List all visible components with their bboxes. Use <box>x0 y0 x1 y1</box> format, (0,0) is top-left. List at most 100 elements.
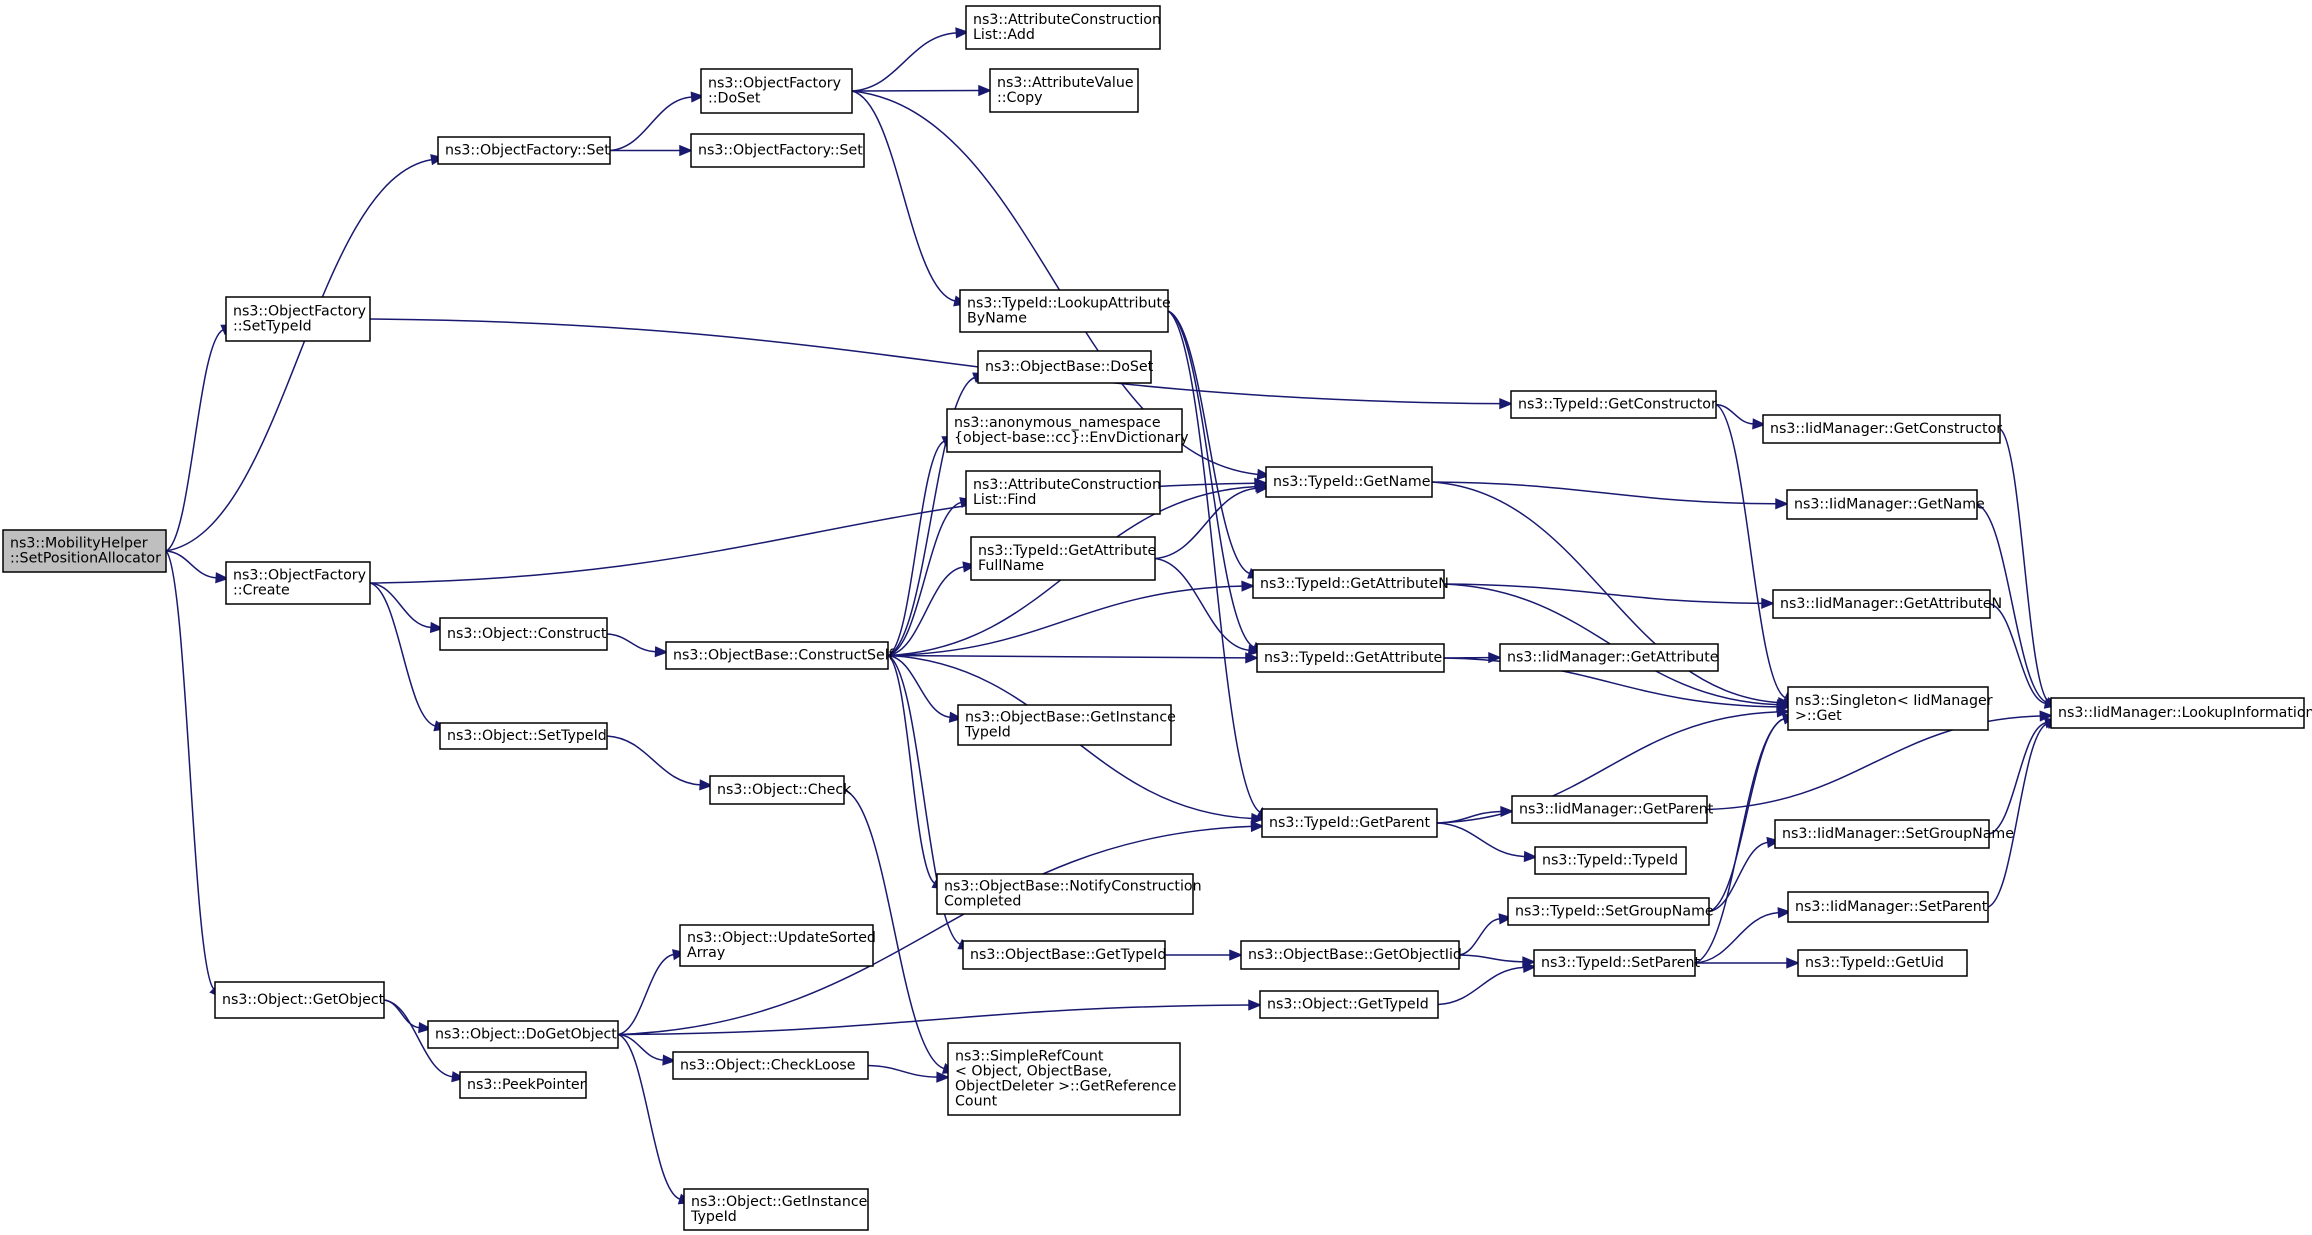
node-label: ns3::MobilityHelper <box>10 536 148 552</box>
node-label: ns3::PeekPointer <box>467 1077 586 1093</box>
function-node-ob_doset[interactable]: ns3::ObjectBase::DoSet <box>977 350 1154 384</box>
function-node-tid_getattr[interactable]: ns3::TypeId::GetAttribute <box>1256 643 1445 673</box>
function-node-iid_lookup[interactable]: ns3::IidManager::LookupInformation <box>2050 697 2312 729</box>
call-edge-ob_gettypeid-to-ob_getobjectiid <box>1165 949 1243 961</box>
node-label: ns3::TypeId::GetConstructor <box>1518 397 1717 413</box>
node-box <box>1533 949 1696 977</box>
function-node-root[interactable]: ns3::MobilityHelper::SetPositionAllocato… <box>2 529 167 573</box>
function-node-peekpointer[interactable]: ns3::PeekPointer <box>459 1071 587 1099</box>
function-node-ob_gettypeid[interactable]: ns3::ObjectBase::GetTypeId <box>962 940 1166 970</box>
node-box <box>936 873 1194 915</box>
function-node-obj_dogetobject[interactable]: ns3::Object::DoGetObject <box>427 1020 619 1049</box>
node-box <box>1256 643 1445 673</box>
call-edge-tid_getparent-to-iid_getparent <box>1436 805 1515 824</box>
node-box <box>427 1020 619 1049</box>
function-node-of_set2[interactable]: ns3::ObjectFactory::Set <box>690 133 865 168</box>
function-node-ob_getobjectiid[interactable]: ns3::ObjectBase::GetObjectIid <box>1240 940 1462 970</box>
node-box <box>709 775 845 805</box>
function-node-singleton_get[interactable]: ns3::Singleton< IidManager >::Get <box>1787 686 1993 731</box>
node-box <box>225 296 371 342</box>
node-label: ns3::IidManager::GetParent <box>1519 802 1714 818</box>
call-edge-obj_checkloose-to-refcount <box>867 1064 951 1083</box>
function-node-of_doset[interactable]: ns3::ObjectFactory::DoSet <box>700 68 853 114</box>
node-label: List::Find <box>973 492 1036 508</box>
function-node-ob_notify[interactable]: ns3::ObjectBase::NotifyConstructionCompl… <box>936 873 1202 915</box>
function-node-obj_check[interactable]: ns3::Object::Check <box>709 775 852 805</box>
function-node-envdict[interactable]: ns3::anonymous_namespace{object-base::cc… <box>946 408 1189 453</box>
function-node-tid_getconstructor[interactable]: ns3::TypeId::GetConstructor <box>1510 390 1717 419</box>
node-label: Array <box>687 945 725 961</box>
node-box <box>965 470 1161 515</box>
node-label: ns3::ObjectFactory <box>708 76 841 92</box>
node-box <box>439 722 608 750</box>
function-node-obj_gettypeid[interactable]: ns3::Object::GetTypeId <box>1259 990 1439 1019</box>
node-box <box>690 133 865 168</box>
function-node-tid_getparent[interactable]: ns3::TypeId::GetParent <box>1261 808 1438 838</box>
node-box <box>214 981 385 1019</box>
function-node-iid_setparent[interactable]: ns3::IidManager::SetParent <box>1787 891 1989 923</box>
node-box <box>679 924 874 967</box>
function-node-av_copy[interactable]: ns3::AttributeValue::Copy <box>989 68 1139 113</box>
function-node-tid_typeid[interactable]: ns3::TypeId::TypeId <box>1534 846 1687 875</box>
call-edge-of_create-to-obj_settypeid <box>369 582 449 732</box>
call-edge-tid_setparent-to-iid_setparent <box>1694 907 1792 964</box>
function-node-ob_constructself[interactable]: ns3::ObjectBase::ConstructSelf <box>665 641 895 670</box>
function-node-tid_setparent[interactable]: ns3::TypeId::SetParent <box>1533 949 1700 977</box>
function-node-tid_getuid[interactable]: ns3::TypeId::GetUid <box>1797 949 1968 977</box>
call-edge-obj_dogetobject-to-obj_gettypeid <box>617 999 1262 1036</box>
function-node-iid_getattrn[interactable]: ns3::IidManager::GetAttributeN <box>1772 589 2002 619</box>
call-edge-obj_dogetobject-to-obj_updatesorted <box>617 949 687 1036</box>
node-label: ns3::TypeId::GetName <box>1273 474 1430 490</box>
function-node-iid_getname[interactable]: ns3::IidManager::GetName <box>1786 489 1985 520</box>
call-edge-root-to-obj_getobject <box>165 550 223 999</box>
function-node-iid_getconstructor[interactable]: ns3::IidManager::GetConstructor <box>1762 414 2002 444</box>
function-nodes: ns3::MobilityHelper::SetPositionAllocato… <box>2 5 2312 1231</box>
function-node-obj_getobject[interactable]: ns3::Object::GetObject <box>214 981 385 1019</box>
function-node-of_settypeid[interactable]: ns3::ObjectFactory::SetTypeId <box>225 296 371 342</box>
call-edge-ob_constructself-to-envdict <box>887 436 957 657</box>
node-label: Completed <box>944 894 1021 910</box>
call-edge-of_create-to-obj_construct <box>369 582 445 634</box>
node-box <box>977 350 1152 384</box>
function-node-tid_getattrn[interactable]: ns3::TypeId::GetAttributeN <box>1252 569 1449 599</box>
node-box <box>2 529 167 573</box>
call-edge-obj_settypeid-to-obj_check <box>606 735 714 791</box>
function-node-of_set[interactable]: ns3::ObjectFactory::Set <box>437 136 611 165</box>
node-box <box>1511 795 1708 824</box>
node-label: Count <box>955 1094 998 1110</box>
node-label: TypeId <box>690 1209 737 1225</box>
node-label: ::DoSet <box>708 91 761 107</box>
node-box <box>1510 390 1717 419</box>
node-box <box>959 289 1169 333</box>
node-label: ns3::SimpleRefCount <box>955 1049 1104 1065</box>
call-edge-of_doset-to-acl_add <box>851 27 970 92</box>
node-label: < Object, ObjectBase, <box>955 1064 1112 1080</box>
call-edge-obj_dogetobject-to-tid_getparent <box>617 820 1265 1036</box>
function-node-tid_setgroupname[interactable]: ns3::TypeId::SetGroupName <box>1507 897 1714 926</box>
function-node-obj_checkloose[interactable]: ns3::Object::CheckLoose <box>672 1051 869 1080</box>
function-node-iid_setgroupname[interactable]: ns3::IidManager::SetGroupName <box>1774 819 2014 849</box>
function-node-iid_getattr[interactable]: ns3::IidManager::GetAttribute <box>1499 643 1719 672</box>
function-node-of_create[interactable]: ns3::ObjectFactory::Create <box>225 561 371 605</box>
node-box <box>1774 819 1990 849</box>
function-node-iid_getparent[interactable]: ns3::IidManager::GetParent <box>1511 795 1714 824</box>
function-node-obj_settypeid[interactable]: ns3::Object::SetTypeId <box>439 722 608 750</box>
node-label: ns3::TypeId::SetParent <box>1541 955 1700 971</box>
node-box <box>989 68 1139 113</box>
call-edge-ob_constructself-to-ob_notify <box>887 654 947 890</box>
node-box <box>700 68 853 114</box>
call-edge-tid_lookup-to-tid_getparent <box>1167 310 1272 819</box>
function-node-obj_construct[interactable]: ns3::Object::Construct <box>439 617 608 651</box>
function-node-tid_getname[interactable]: ns3::TypeId::GetName <box>1265 466 1433 498</box>
function-node-refcount[interactable]: ns3::SimpleRefCount< Object, ObjectBase,… <box>947 1042 1181 1116</box>
call-edge-tid_getattrn-to-iid_getattrn <box>1443 583 1776 609</box>
node-label: ns3::IidManager::SetGroupName <box>1782 826 2014 842</box>
call-edge-tid_getconstructor-to-iid_getconstructor <box>1715 403 1767 430</box>
